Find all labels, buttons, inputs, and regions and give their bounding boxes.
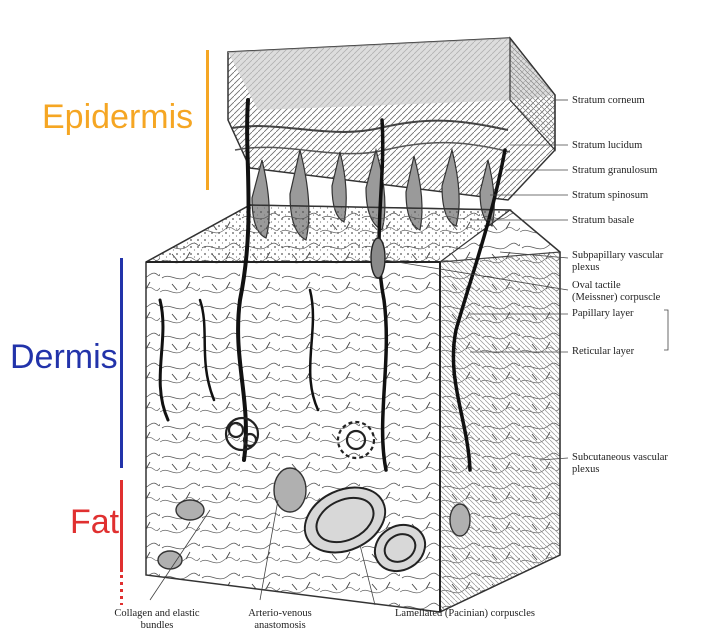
label-stratum-spinosum: Stratum spinosum: [572, 190, 648, 201]
label-papillary-layer: Papillary layer: [572, 308, 634, 319]
label-meissner-2: (Meissner) corpuscle: [572, 292, 660, 303]
fat-bar: [120, 480, 123, 572]
epidermis-label: Epidermis: [42, 100, 193, 134]
epidermis-bar: [206, 50, 209, 190]
label-stratum-granulosum: Stratum granulosum: [572, 165, 657, 176]
dermis-bar: [120, 258, 123, 468]
label-subpapillary-plexus-1: Subpapillary vascular: [572, 250, 663, 261]
label-collagen-2: bundles: [102, 620, 212, 631]
label-stratum-corneum: Stratum corneum: [572, 95, 645, 106]
label-arterio-1: Arterio-venous: [225, 608, 335, 619]
label-arterio-2: anastomosis: [225, 620, 335, 631]
fat-label: Fat: [70, 505, 119, 539]
dermis-label: Dermis: [10, 340, 118, 374]
label-subpapillary-plexus-2: plexus: [572, 262, 599, 273]
label-subcutaneous-plexus-1: Subcutaneous vascular: [572, 452, 668, 463]
label-stratum-lucidum: Stratum lucidum: [572, 140, 642, 151]
label-reticular-layer: Reticular layer: [572, 346, 634, 357]
label-meissner-1: Oval tactile: [572, 280, 621, 291]
meissner-corpuscle: [371, 238, 385, 278]
label-lamellated: Lamellated (Pacinian) corpuscles: [360, 608, 570, 619]
label-collagen-1: Collagen and elastic: [102, 608, 212, 619]
fat-bar-dotted: [120, 575, 123, 605]
label-subcutaneous-plexus-2: plexus: [572, 464, 599, 475]
epidermis-block: [228, 38, 555, 200]
dermis-block: [146, 205, 560, 612]
label-stratum-basale: Stratum basale: [572, 215, 634, 226]
